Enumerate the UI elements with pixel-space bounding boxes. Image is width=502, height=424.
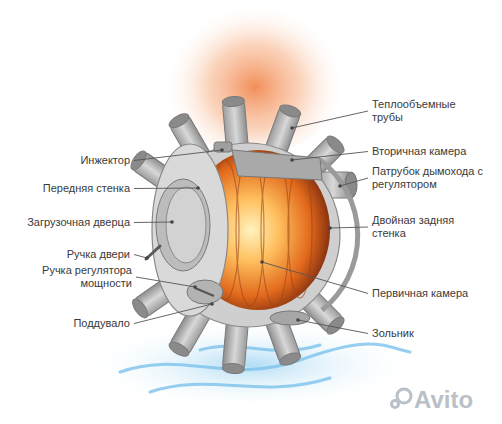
part-label: Загрузочная дверца [27,216,130,229]
label-position: Поддувало [8,313,130,331]
leader-dot [296,318,300,322]
part-label: Зольник [372,327,414,340]
leader-line [134,188,198,190]
part-label: Патрубок дымохода с регулятором [372,165,484,191]
label-position: Ручка регулятора мощности [32,264,132,291]
part-label: Ручка регулятора мощности [32,264,132,290]
leader-line [292,152,368,161]
leader-line [262,262,368,294]
leader-dot [220,148,224,152]
leader-dot [260,260,264,264]
leader-dot [290,126,294,130]
leader-dot [145,256,149,260]
leader-dot [193,285,197,289]
label-position: Зольник [372,323,497,341]
label-position: Ручка двери [8,244,130,262]
part-label: Инжектор [80,154,130,167]
leader-dot [196,186,200,190]
part-label: Передняя стенка [43,182,130,195]
leader-dot [170,220,174,224]
leader-dot [338,184,342,188]
label-position: Патрубок дымохода с регулятором [372,165,484,192]
label-position: Avito [414,387,496,413]
leader-line [340,178,368,186]
leader-line [134,222,172,224]
leader-dot [210,302,214,306]
part-label: Ручка двери [67,248,130,261]
leader-line [330,227,368,228]
part-label: Поддувало [73,317,130,330]
leader-dot [328,226,332,230]
leader-line [298,320,368,334]
leader-line [292,111,368,128]
label-position: Первичная камера [372,283,497,301]
label-position: Передняя стенка [8,178,130,196]
part-label: Первичная камера [372,287,468,300]
part-label: Вторичная камера [372,145,466,158]
leader-dot [290,158,294,162]
label-position: Двойная задняя стенка [372,214,464,241]
leader-line [134,255,147,259]
leader-line [134,150,222,161]
part-label: Теплообъемные трубы [372,98,464,124]
leader-line [136,277,195,287]
label-position: Инжектор [8,150,130,168]
label-position: Загрузочная дверца [5,212,130,230]
watermark: Avito [414,387,473,413]
part-label: Двойная задняя стенка [372,214,464,240]
label-position: Вторичная камера [372,141,500,159]
label-position: Теплообъемные трубы [372,98,464,125]
leader-line [134,304,212,324]
